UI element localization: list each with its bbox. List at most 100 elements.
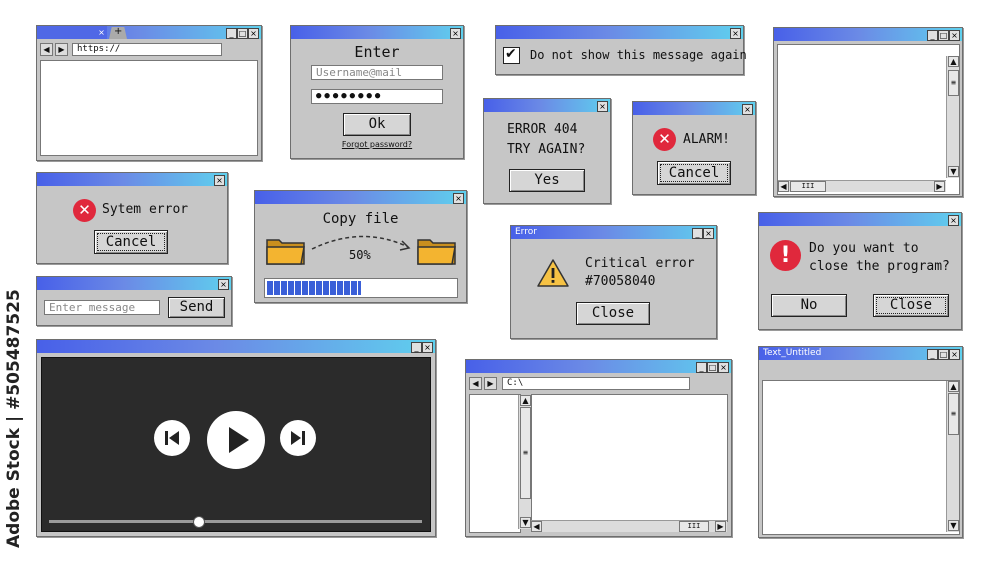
seek-thumb[interactable] [193, 516, 205, 528]
close-icon[interactable]: × [218, 279, 229, 290]
exclamation-icon: ! [770, 240, 801, 271]
error404-titlebar: × [484, 99, 610, 112]
tab-close-icon[interactable]: × [98, 28, 105, 37]
dont-show-label: Do not show this message again [530, 48, 747, 62]
forgot-password-link[interactable]: Forgot password? [341, 140, 413, 149]
maximize-icon[interactable]: □ [237, 28, 248, 39]
message-titlebar: × [37, 277, 231, 290]
horizontal-scrollbar[interactable]: ◀ III ▶ [531, 520, 727, 532]
alarm-dialog: × ✕ ALARM! Cancel [632, 101, 756, 195]
forward-icon[interactable]: ▶ [484, 377, 497, 390]
username-field[interactable]: Username@mail [311, 65, 443, 80]
maximize-icon[interactable]: □ [707, 362, 718, 373]
password-field[interactable]: ●●●●●●●● [311, 89, 443, 104]
close-icon[interactable]: × [453, 193, 464, 204]
scroll-down-icon[interactable]: ▼ [520, 517, 531, 528]
h-scroll-thumb[interactable]: III [679, 521, 709, 532]
quit-line2: close the program? [809, 259, 950, 274]
path-bar[interactable]: C:\ [502, 377, 690, 390]
critical-error-dialog: Error _ × Critical error #70058040 Close [510, 225, 717, 339]
scroll-left-icon[interactable]: ◀ [531, 521, 542, 532]
player-titlebar: _ × [37, 340, 435, 353]
scroll-thumb[interactable]: ≡ [948, 393, 959, 435]
h-scroll-thumb[interactable]: III [790, 181, 826, 192]
cancel-button[interactable]: Cancel [94, 230, 168, 254]
check-icon: ✔ [505, 46, 517, 62]
error404-dialog: × ERROR 404 TRY AGAIN? Yes [483, 98, 611, 204]
new-tab-button[interactable]: + [109, 27, 127, 39]
minimize-icon[interactable]: _ [927, 30, 938, 41]
scroll-right-icon[interactable]: ▶ [934, 181, 945, 192]
back-icon[interactable]: ◀ [40, 43, 53, 56]
close-icon[interactable]: × [597, 101, 608, 112]
browser-content [40, 60, 258, 156]
next-icon[interactable] [280, 420, 316, 456]
text-editor-titlebar: Text_Untitled _ □ × [759, 347, 962, 360]
close-icon[interactable]: × [422, 342, 433, 353]
source-folder-icon [266, 239, 305, 265]
url-bar[interactable]: https:// [72, 43, 222, 56]
vertical-scrollbar[interactable]: ▲ ≡ ▼ [946, 381, 959, 532]
text-editor-content[interactable] [762, 380, 960, 535]
yes-button[interactable]: Yes [509, 169, 585, 192]
forward-icon[interactable]: ▶ [55, 43, 68, 56]
maximize-icon[interactable]: □ [938, 30, 949, 41]
send-button[interactable]: Send [168, 297, 225, 318]
scroll-thumb[interactable]: ≡ [948, 70, 959, 96]
minimize-icon[interactable]: _ [696, 362, 707, 373]
media-player-window: _ × [36, 339, 436, 537]
cancel-button[interactable]: Cancel [657, 161, 731, 185]
dont-show-titlebar: × [496, 26, 743, 39]
browser-tab[interactable] [37, 26, 107, 39]
minimize-icon[interactable]: _ [692, 228, 703, 239]
minimize-icon[interactable]: _ [226, 28, 237, 39]
target-folder-icon [417, 239, 456, 265]
close-icon[interactable]: × [703, 228, 714, 239]
close-icon[interactable]: × [450, 28, 461, 39]
copy-titlebar: × [255, 191, 466, 204]
horizontal-scrollbar[interactable]: ◀ III ▶ [778, 180, 946, 192]
error-x-icon: ✕ [73, 199, 96, 222]
previous-icon[interactable] [154, 420, 190, 456]
login-titlebar: × [291, 26, 463, 39]
scroll-left-icon[interactable]: ◀ [778, 181, 789, 192]
scroll-up-icon[interactable]: ▲ [948, 381, 959, 392]
message-input[interactable]: Enter message [44, 300, 160, 315]
scroll-up-icon[interactable]: ▲ [948, 56, 959, 67]
tree-scrollbar[interactable]: ▲ ≡ ▼ [518, 395, 531, 529]
minimize-icon[interactable]: _ [927, 349, 938, 360]
close-icon[interactable]: × [949, 30, 960, 41]
play-icon[interactable] [207, 411, 265, 469]
maximize-icon[interactable]: □ [938, 349, 949, 360]
scroll-down-icon[interactable]: ▼ [948, 166, 959, 177]
text-editor-window: Text_Untitled _ □ × ▲ ≡ ▼ [758, 346, 963, 538]
close-icon[interactable]: × [949, 349, 960, 360]
dont-show-checkbox[interactable]: ✔ [503, 46, 520, 64]
scroll-window: _ □ × ▲ ≡ ▼ ◀ III ▶ [773, 27, 963, 197]
back-icon[interactable]: ◀ [469, 377, 482, 390]
error404-line1: ERROR 404 [507, 122, 578, 137]
scroll-window-titlebar: _ □ × [774, 28, 962, 41]
close-button[interactable]: Close [576, 302, 650, 325]
login-title: Enter [354, 43, 400, 61]
message-dialog: × Enter message Send [36, 276, 232, 326]
close-icon[interactable]: × [948, 215, 959, 226]
close-icon[interactable]: × [742, 104, 753, 115]
close-button[interactable]: Close [873, 294, 949, 317]
scroll-up-icon[interactable]: ▲ [520, 395, 531, 406]
system-error-titlebar: × [37, 173, 227, 186]
quit-line1: Do you want to [809, 241, 919, 256]
scroll-right-icon[interactable]: ▶ [715, 521, 726, 532]
close-icon[interactable]: × [730, 28, 741, 39]
explorer-file-pane [531, 394, 728, 522]
minimize-icon[interactable]: _ [411, 342, 422, 353]
close-icon[interactable]: × [718, 362, 729, 373]
scroll-down-icon[interactable]: ▼ [948, 520, 959, 531]
ok-button[interactable]: Ok [343, 113, 411, 136]
seek-bar[interactable] [49, 516, 422, 528]
scroll-thumb[interactable]: ≡ [520, 407, 531, 499]
close-icon[interactable]: × [214, 175, 225, 186]
no-button[interactable]: No [771, 294, 847, 317]
close-icon[interactable]: × [248, 28, 259, 39]
vertical-scrollbar[interactable]: ▲ ≡ ▼ [946, 56, 959, 178]
